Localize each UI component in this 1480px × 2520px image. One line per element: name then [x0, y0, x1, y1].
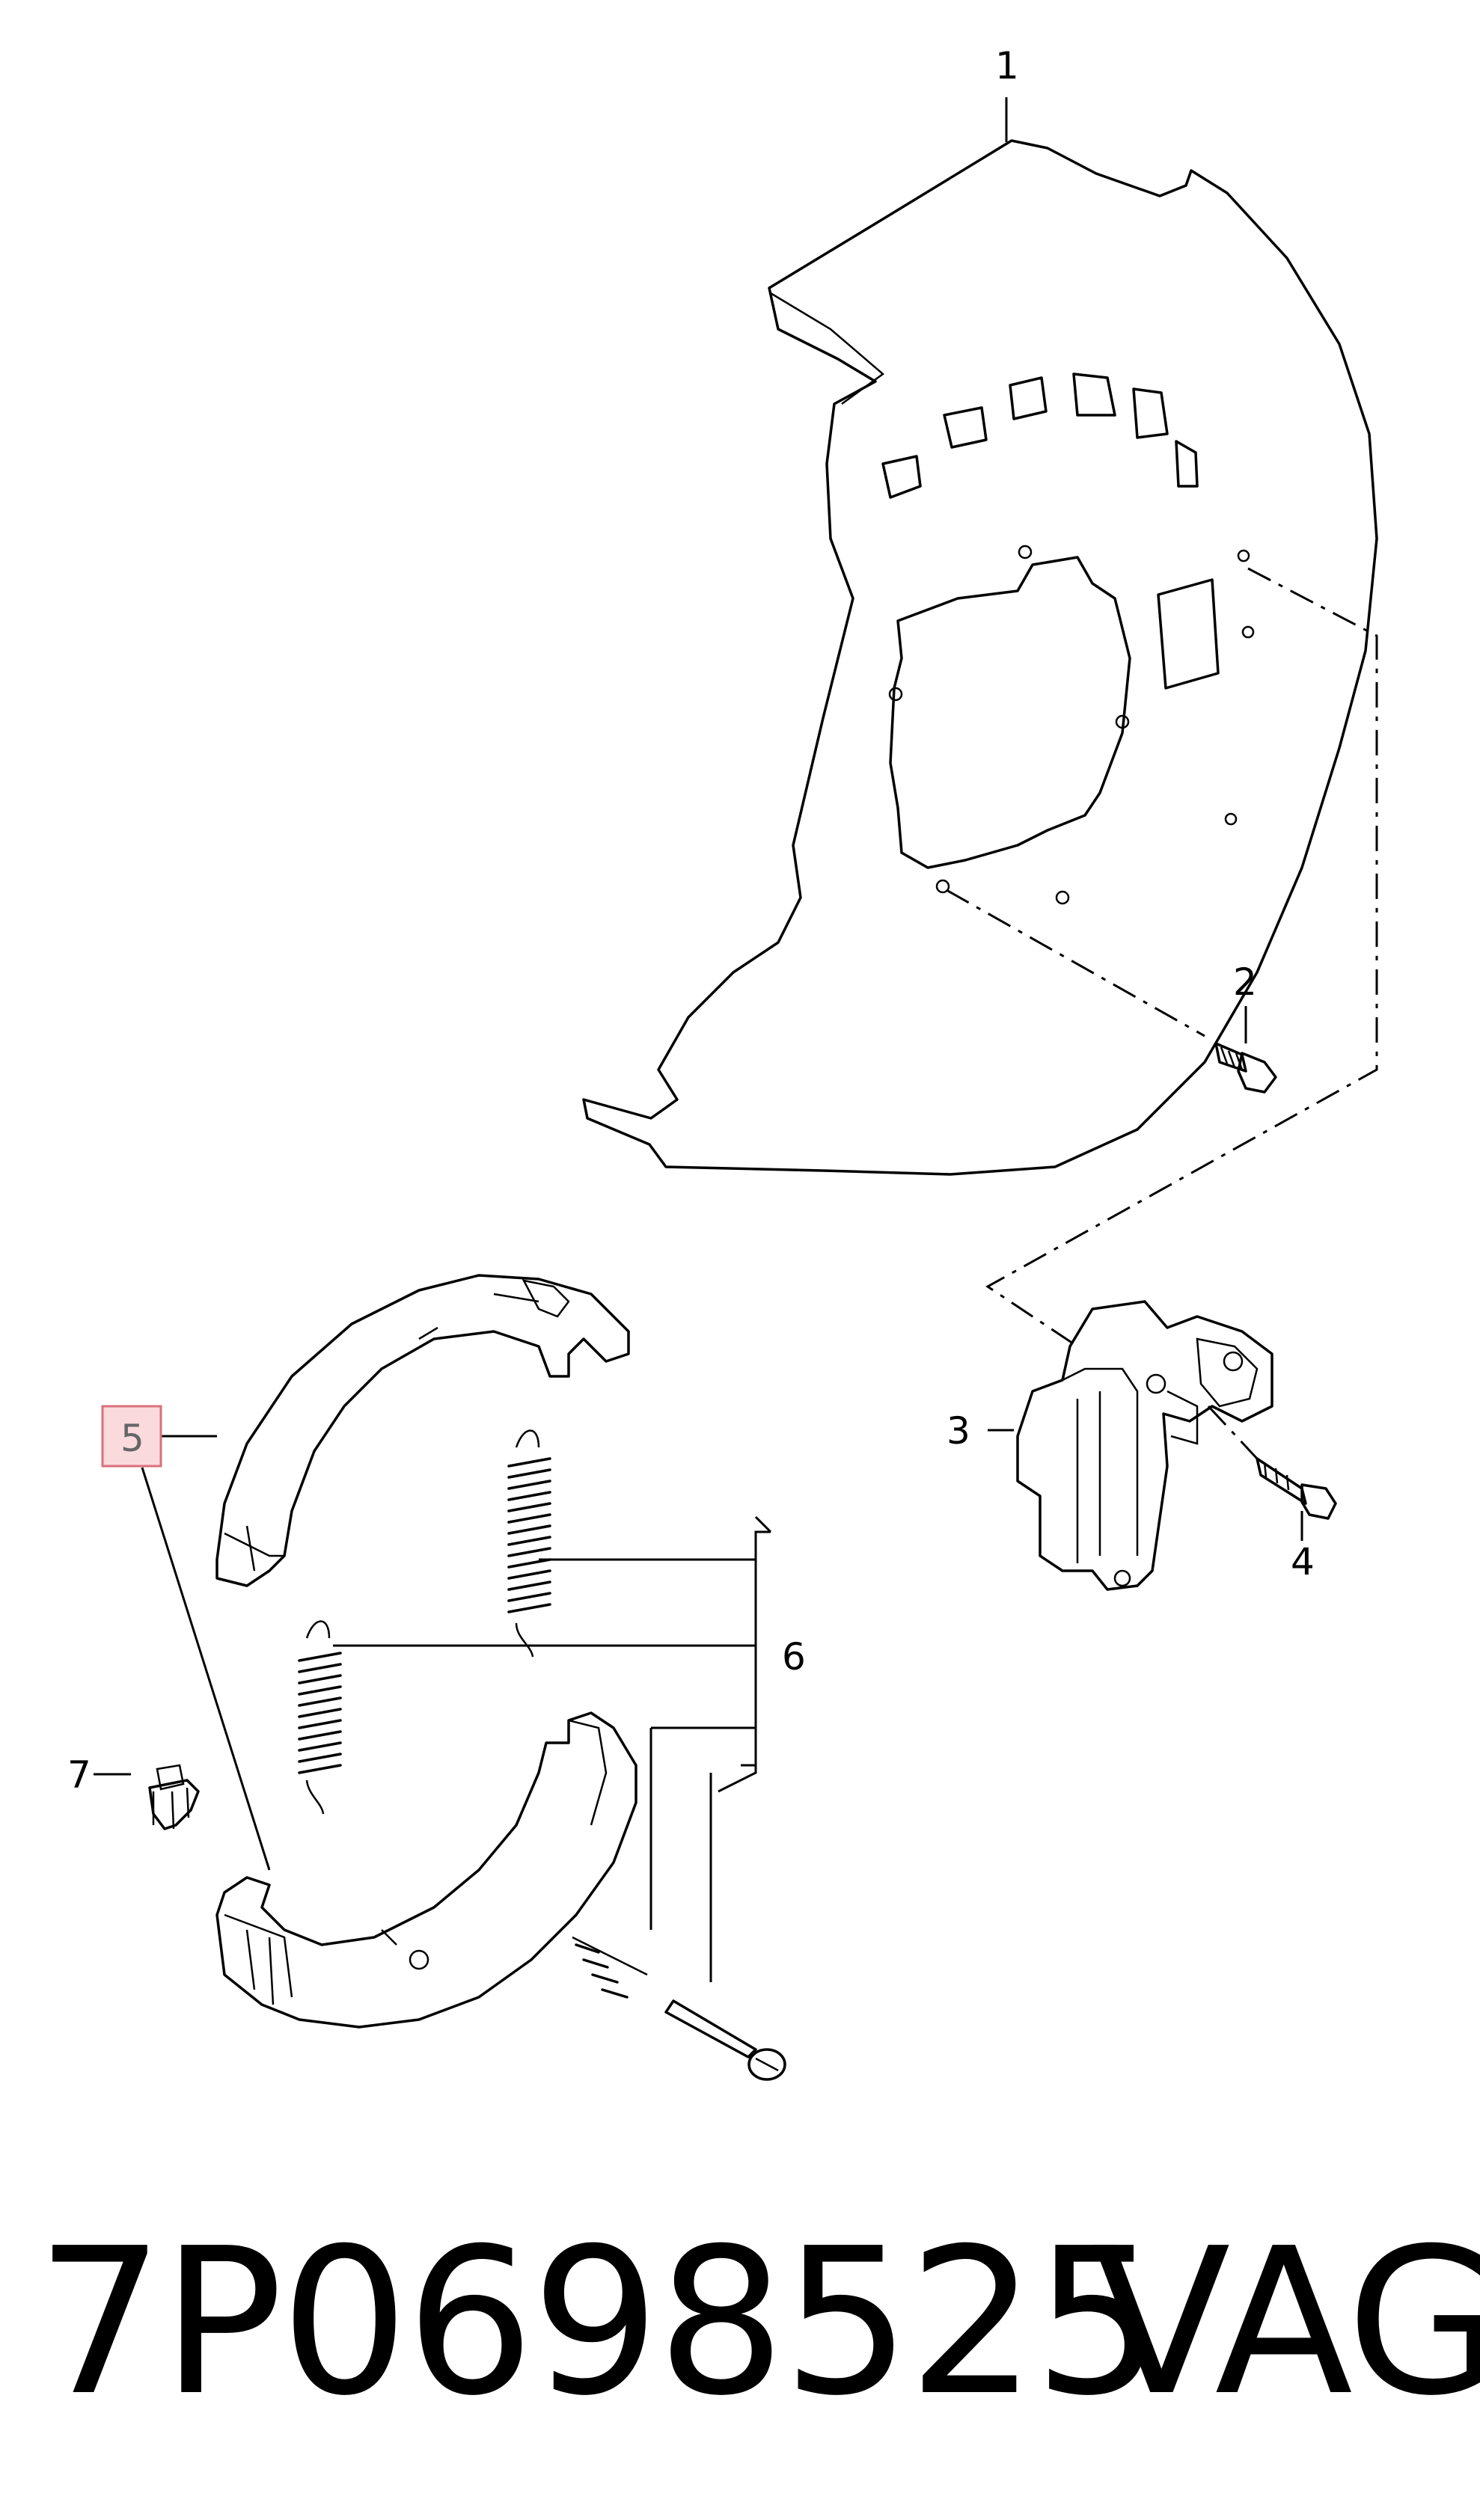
callout-5: 5	[120, 1417, 144, 1460]
callout-6: 6	[782, 1635, 806, 1679]
spring-pin	[572, 1936, 648, 1999]
leader-5b	[141, 1467, 271, 1871]
footer: 7P0698525 VAG	[0, 2199, 1480, 2446]
callout-1: 1	[995, 44, 1019, 88]
spring-lower	[298, 1620, 342, 1815]
dash-line-plate-to-actuator	[985, 567, 1378, 1348]
callout-2: 2	[1233, 960, 1257, 1004]
callout-3: 3	[947, 1409, 970, 1453]
brake-shoe-lower	[215, 1711, 637, 2029]
bolt-lower	[1256, 1457, 1337, 1520]
adjuster-gear	[148, 1764, 200, 1830]
callout-7: 7	[67, 1753, 91, 1797]
leader-6	[333, 1515, 772, 1982]
brake-shoe-upper	[215, 1274, 630, 1587]
part-number: 7P0698525	[36, 2204, 1162, 2440]
dash-line-actuator-to-bolt	[1207, 1405, 1259, 1460]
dash-line-plate-to-bolt	[946, 889, 1205, 1037]
bolt-upper	[1214, 1042, 1277, 1094]
callout-5-highlight	[101, 1405, 162, 1468]
brake-actuator	[1016, 1300, 1273, 1591]
backing-plate	[582, 139, 1378, 1176]
parts-diagram: 1 2 3 4 5 6 7	[67, 44, 1378, 2081]
brand-name: VAG	[1092, 2204, 1480, 2440]
adjuster-pin	[664, 1999, 786, 2081]
spring-upper	[507, 1429, 551, 1658]
callout-4: 4	[1291, 1540, 1315, 1584]
